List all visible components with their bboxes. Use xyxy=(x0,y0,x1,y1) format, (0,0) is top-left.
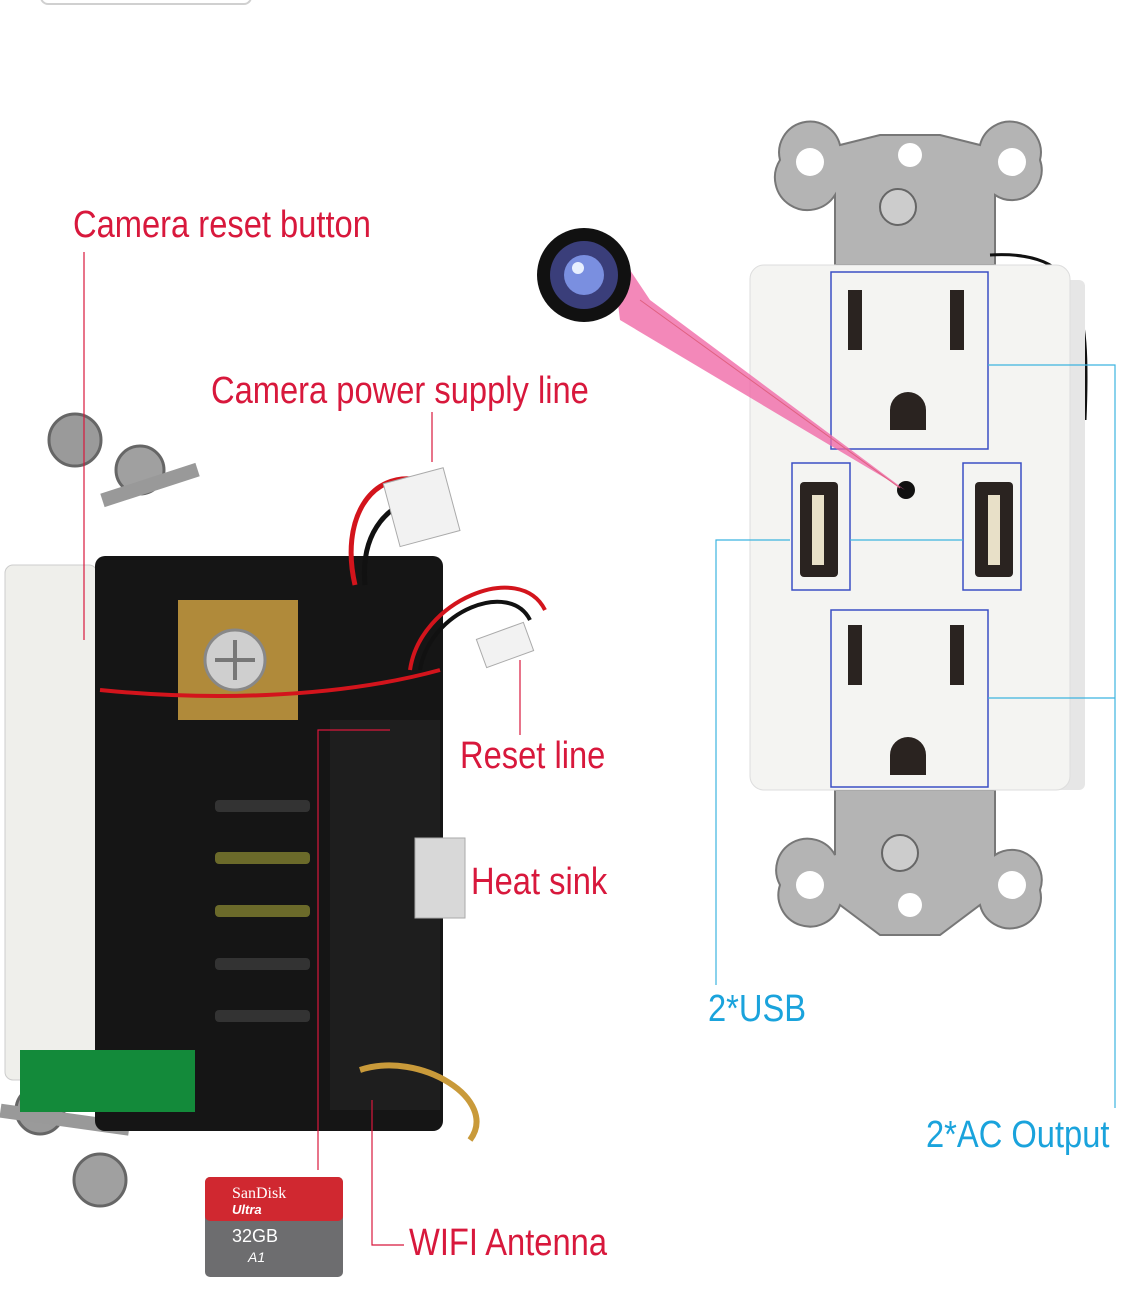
sd-line: Ultra xyxy=(232,1202,262,1217)
sd-brand: SanDisk xyxy=(232,1185,286,1202)
label-camera-reset-button: Camera reset button xyxy=(73,204,371,246)
label-reset-line: Reset line xyxy=(460,735,606,777)
camera-lens-icon xyxy=(537,228,631,322)
sd-card: SanDisk Ultra 32GB A1 xyxy=(205,1177,343,1277)
blue-leader-lines xyxy=(715,364,1116,1108)
camera-hole-icon xyxy=(897,481,915,499)
sd-class: A1 xyxy=(247,1249,265,1265)
red-leader-lines xyxy=(83,252,521,1246)
sd-capacity: 32GB xyxy=(232,1226,278,1246)
screw-icon xyxy=(879,188,917,226)
assembled-outlet xyxy=(749,120,1088,936)
label-camera-power-supply-line: Camera power supply line xyxy=(211,370,589,412)
label-heat-sink: Heat sink xyxy=(471,861,608,903)
label-ac-output: 2*AC Output xyxy=(926,1114,1110,1156)
label-usb: 2*USB xyxy=(708,988,807,1030)
label-wifi-antenna: WIFI Antenna xyxy=(409,1222,608,1264)
heat-sink-icon xyxy=(414,837,466,919)
disassembled-outlet xyxy=(0,412,547,1208)
screw-icon xyxy=(100,462,200,508)
